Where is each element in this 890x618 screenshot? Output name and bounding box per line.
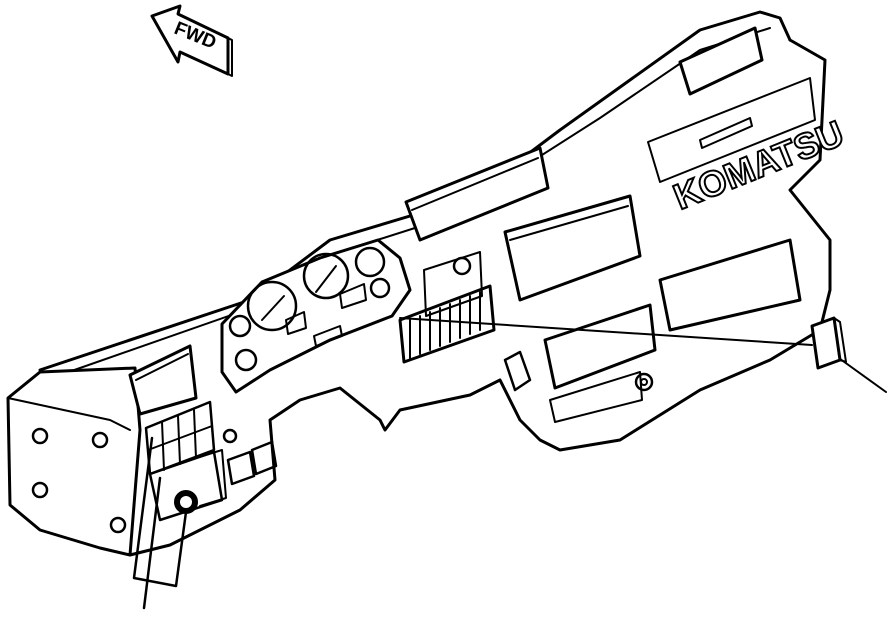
fwd-arrow: FWD bbox=[150, 4, 233, 77]
dashboard-body: KOMATSU bbox=[6, 10, 850, 557]
label-plate-part bbox=[810, 316, 847, 370]
leader-lines bbox=[132, 317, 887, 610]
gauge-center bbox=[302, 252, 350, 300]
left-switch-bank bbox=[144, 400, 278, 522]
instrument-cluster bbox=[220, 238, 412, 394]
gauge-left bbox=[246, 280, 298, 332]
gauge-right bbox=[354, 246, 386, 278]
brand-label: KOMATSU bbox=[668, 112, 850, 217]
key-switch bbox=[174, 490, 198, 514]
center-switch-bank bbox=[398, 251, 496, 364]
